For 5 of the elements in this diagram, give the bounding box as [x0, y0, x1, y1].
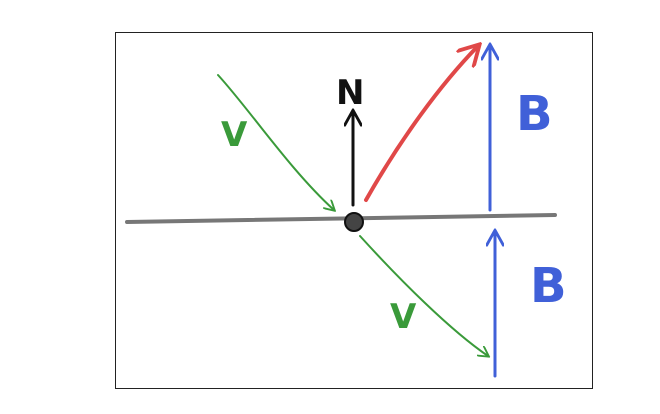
vector-label: V [390, 300, 416, 334]
vector-label: V [221, 118, 248, 152]
vector-label: N [336, 76, 364, 110]
vector-label: B [516, 90, 553, 138]
vector-label: B [530, 262, 567, 310]
